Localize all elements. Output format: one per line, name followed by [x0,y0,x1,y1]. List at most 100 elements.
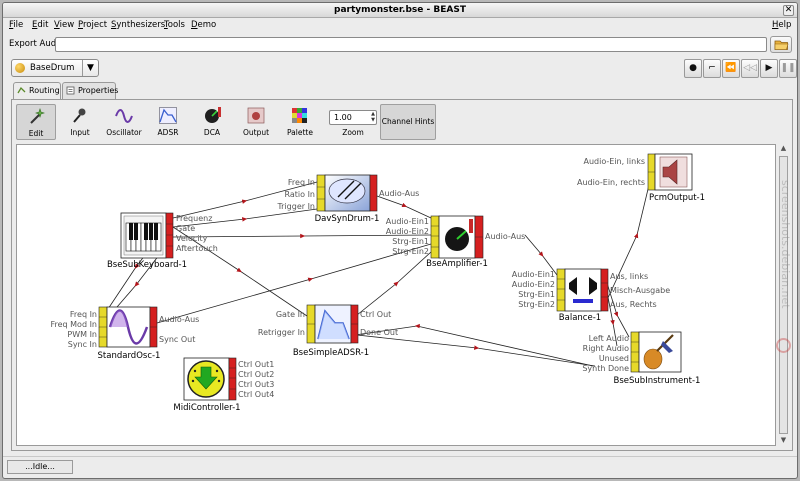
menu-synthesizers[interactable]: Synthesizers [111,20,165,30]
port-osc-audio-aus: Audio-Aus [159,315,199,324]
module-name-balance: Balance-1 [559,313,601,323]
port-balance-misch-ausgabe: Misch-Ausgabe [610,286,670,295]
menu-demo[interactable]: Demo [191,20,216,30]
port-keyboard-velocity: Velocity [176,234,208,243]
module-davsyndrum[interactable] [316,174,378,212]
output-icon [247,107,265,124]
port-midi-ctrl-out1: Ctrl Out1 [238,360,274,369]
port-amp-audio-ein2: Audio-Ein2 [386,227,429,236]
record-button[interactable]: ● [684,59,702,78]
menu-project-label: roject [82,20,108,30]
scroll-up-icon[interactable]: ▲ [780,144,787,152]
zoom-spin-icon[interactable]: ▲▼ [371,111,375,123]
pause-icon: ❚❚ [780,63,796,73]
port-balance-audio-ein1: Audio-Ein1 [512,270,555,279]
instrument-select-value: BaseDrum [30,63,75,73]
window-title: partymonster.bse - BEAST [334,5,466,15]
module-name-keyboard: BseSubKeyboard-1 [107,260,187,270]
module-bse-amplifier[interactable] [430,215,484,259]
menu-edit[interactable]: Edit [32,20,48,30]
tab-properties[interactable]: Properties [62,82,119,99]
canvas-vertical-scrollbar[interactable]: ▲ ▼ [778,144,789,446]
tool-dca-label: DCA [203,128,221,137]
menu-view[interactable]: View [54,20,74,30]
scroll-down-icon[interactable]: ▼ [780,436,787,444]
wire-keyboard-gate-davsyn [172,208,318,228]
tab-routing-label: Routing [29,86,60,95]
module-bse-simple-adsr[interactable] [306,304,359,344]
menu-view-label: iew [59,20,75,30]
port-osc-sync-in: Sync In [68,340,97,349]
port-instrument-right-audio: Right Audio [583,344,629,353]
channel-hints-button[interactable]: Channel Hints [380,104,436,140]
port-balance-strg-ein1: Strg-Ein1 [518,290,555,299]
menu-file-hotkey: F [9,20,14,30]
play-icon: ▶ [765,63,773,73]
tool-oscillator-label: Oscillator [106,128,142,137]
instrument-select[interactable]: BaseDrum ▼ [11,59,99,77]
menu-demo-hotkey: D [191,20,198,30]
fast-back-icon: ◁◁ [743,63,757,73]
rewind-button[interactable]: ⏪ [722,59,740,78]
routing-panel: Edit Input Oscillator ADS [11,99,793,451]
module-midi-controller[interactable] [183,357,237,401]
properties-icon [66,86,75,95]
menu-file[interactable]: File [9,20,23,30]
module-balance[interactable] [556,268,609,312]
module-name-davsyn: DavSynDrum-1 [315,214,380,224]
export-audio-row: Export Audio [3,36,797,54]
tool-oscillator[interactable]: Oscillator [104,104,144,140]
title-bar[interactable]: partymonster.bse - BEAST ✕ [3,3,797,18]
port-keyboard-aftertouch: Aftertouch [176,244,218,253]
tool-output[interactable]: Output [236,104,276,140]
menu-help[interactable]: Help [772,20,791,30]
export-audio-label: Export Audio [9,39,64,49]
drum-icon [15,63,25,73]
tab-properties-label: Properties [78,86,119,95]
tool-palette[interactable]: Palette [280,104,320,140]
debian-swirl-icon [776,338,791,353]
wire-balance-instrument-1 [606,282,630,338]
close-window-button[interactable]: ✕ [783,5,794,16]
tool-adsr[interactable]: ADSR [148,104,188,140]
play-button[interactable]: ▶ [760,59,778,78]
chevron-down-icon[interactable]: ▼ [82,60,98,76]
tool-edit[interactable]: Edit [16,104,56,140]
port-osc-freq-in: Freq In [70,310,97,319]
pause-button[interactable]: ❚❚ [779,59,797,78]
routing-canvas[interactable]: Frequenz Gate Velocity Aftertouch Freq I… [16,144,776,446]
module-bse-sub-keyboard[interactable] [120,212,174,259]
export-audio-input[interactable] [55,37,767,52]
menu-project[interactable]: Project [78,20,107,30]
module-pcm-output[interactable] [647,153,693,191]
fast-back-button[interactable]: ◁◁ [741,59,759,78]
port-instrument-left-audio: Left Audio [589,334,629,343]
tool-palette-label: Palette [287,128,313,137]
adsr-icon [159,107,177,124]
routing-toolbar: Edit Input Oscillator ADS [16,104,788,140]
port-pcm-audio-ein-rechts: Audio-Ein, rechts [577,178,645,187]
module-name-pcmout: PcmOutput-1 [649,193,705,203]
port-balance-aus-rechts: Aus, Rechts [610,300,657,309]
port-davsyn-freq-in: Freq In [288,178,315,187]
scroll-thumb[interactable] [779,156,788,434]
menu-help-label: elp [778,20,792,30]
module-bse-sub-instrument[interactable] [630,331,682,373]
routing-icon [17,86,26,94]
wire-adsr-instrument [356,334,596,367]
jump-start-button[interactable]: ⌐ [703,59,721,78]
tool-input[interactable]: Input [60,104,100,140]
watermark-text: screenshots.debian.net [779,180,792,309]
port-amp-audio-ein1: Audio-Ein1 [386,217,429,226]
port-midi-ctrl-out4: Ctrl Out4 [238,390,274,399]
tab-routing[interactable]: Routing [13,82,61,100]
jump-start-icon: ⌐ [708,63,716,73]
menu-tools[interactable]: Tools [164,20,185,30]
port-keyboard-frequenz: Frequenz [176,214,212,223]
wire-keyboard-freq-davsyn [172,181,318,219]
port-davsyn-trigger-in: Trigger In [276,202,315,211]
zoom-input[interactable]: 1.00 ▲▼ [329,110,377,125]
tool-dca[interactable]: DCA [192,104,232,140]
module-standard-osc[interactable] [98,306,158,348]
browse-folder-button[interactable] [770,36,792,53]
